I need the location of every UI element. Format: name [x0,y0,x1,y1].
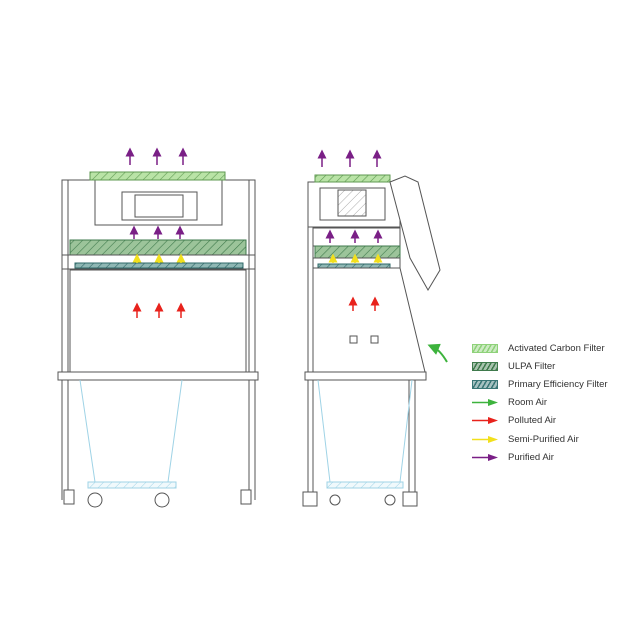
legend-item: Room Air [472,394,608,412]
arrow-icon [472,453,498,462]
filter-swatch-icon [472,379,498,389]
legend-item: Semi-Purified Air [472,430,608,448]
legend-label: Primary Efficiency Filter [508,378,608,390]
legend-item: Purified Air [472,448,608,466]
room-air-arrow [427,343,448,363]
arrow-icon [472,435,498,444]
ulpa-filter [69,239,247,256]
side-airflow-arrows [317,149,448,363]
primary-efficiency-filter [74,262,244,269]
fan-box [94,179,223,226]
work-table [57,371,259,381]
side-primary-efficiency-filter [317,263,391,269]
legend-label: ULPA Filter [508,360,556,372]
front-view [57,171,259,508]
arrow-icon [472,416,498,425]
blower-fan [121,191,198,221]
arrow-icon [472,398,498,407]
legend-label: Activated Carbon Filter [508,342,605,354]
legend-label: Purified Air [508,451,554,463]
side-view [302,174,441,507]
work-zone [69,269,247,373]
legend-item: ULPA Filter [472,357,608,375]
side-activated-carbon-filter [314,174,391,183]
legend-label: Semi-Purified Air [508,433,579,445]
side-work-table [304,371,427,381]
filter-swatch-icon [472,361,498,371]
side-work-zone [312,267,426,373]
legend-item: Activated Carbon Filter [472,339,608,357]
legend-label: Room Air [508,397,548,409]
side-ulpa-filter [314,245,401,259]
filter-swatch-icon [472,343,498,353]
legend-item: Primary Efficiency Filter [472,375,608,393]
front-sash [389,175,441,291]
legend-item: Polluted Air [472,412,608,430]
legend-label: Polluted Air [508,415,557,427]
stand [79,379,183,483]
side-stand [317,379,413,483]
front-airflow-arrows [125,147,188,318]
activated-carbon-filter [89,171,226,181]
